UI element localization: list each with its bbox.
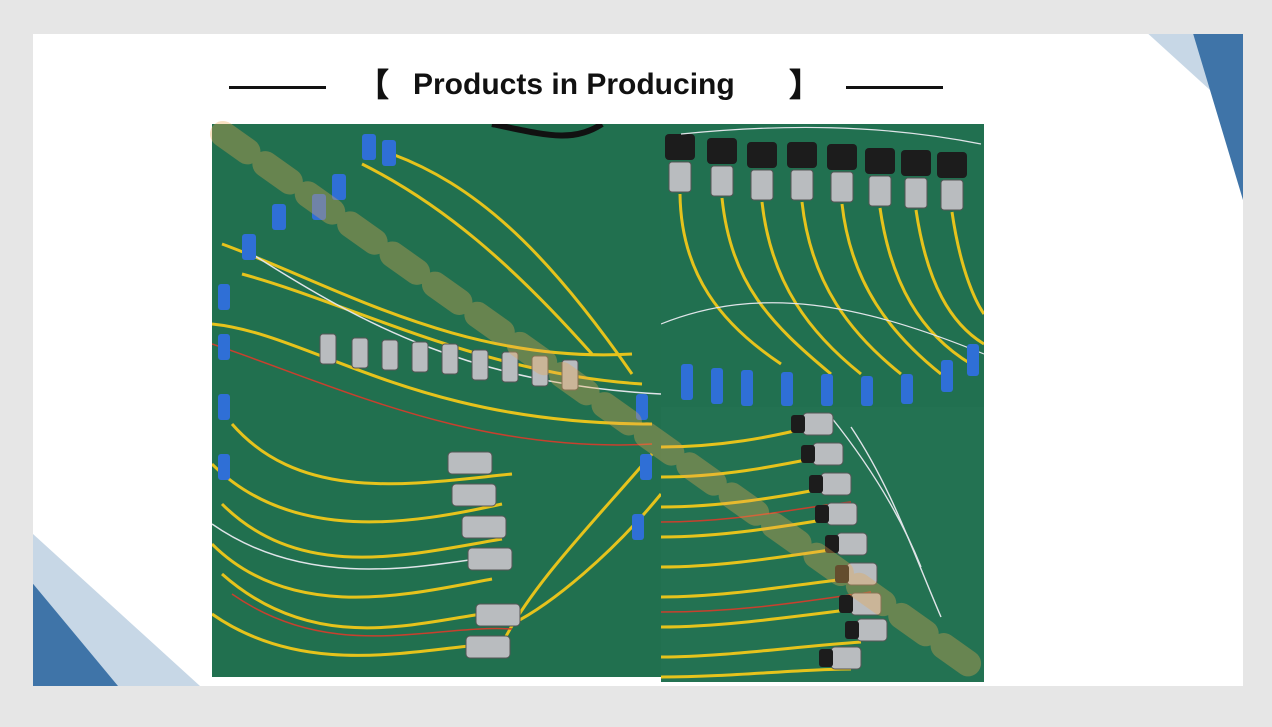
photo-connector-row (661, 124, 984, 407)
title-bracket-right: 】 (789, 66, 822, 104)
title-rule-left (229, 86, 326, 89)
slide-title-row: 【 Products in Producing 】 (229, 64, 943, 106)
photo-connector-bundle (661, 407, 984, 682)
title-rule-right (846, 86, 943, 89)
title-bracket-left: 【 (357, 66, 390, 104)
top-right-corner-decoration (1148, 34, 1243, 200)
bottom-left-corner-decoration (33, 534, 200, 686)
slide: 【 Products in Producing 】 (33, 34, 1243, 686)
watermark-band (210, 121, 996, 684)
slide-title: Products in Producing (413, 68, 735, 101)
photo-cable-assemblies (212, 124, 661, 677)
